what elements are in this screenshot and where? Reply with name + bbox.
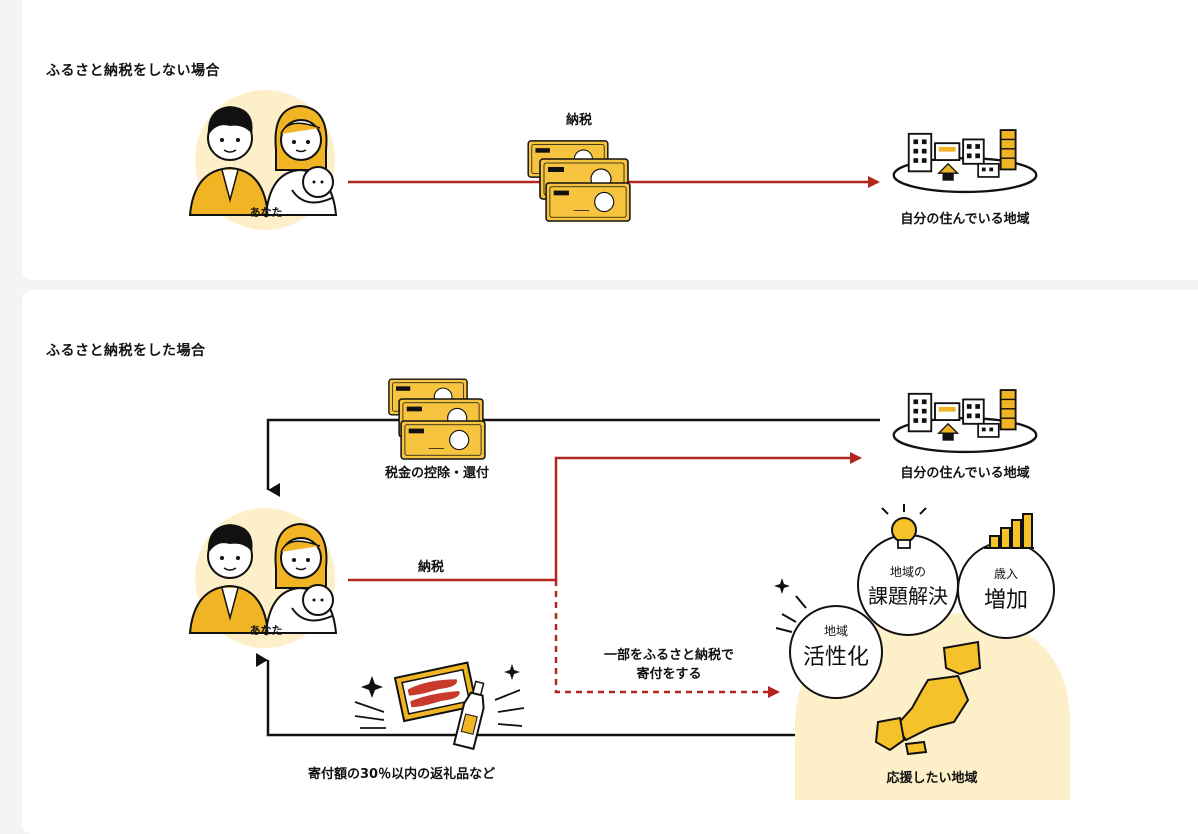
tax-label-top: 納税: [566, 113, 593, 128]
circle-activation-big: 活性化: [802, 645, 869, 670]
person-label-bottom: あなた: [249, 624, 283, 637]
sparkle-icon: [775, 595, 807, 633]
sparkle-icon: [774, 578, 790, 594]
town-icon: [892, 128, 1038, 194]
deduction-label: 税金の控除・還付: [385, 466, 490, 481]
donation-dashed-arrow: [554, 580, 780, 698]
circle-problem-small: 地域の: [889, 565, 926, 579]
circle-revenue-text: 歳入 増加: [960, 565, 1052, 614]
bar-chart-icon: [984, 513, 1034, 549]
circle-problem-big: 課題解決: [868, 584, 948, 608]
support-region-label: 応援したい地域: [886, 771, 978, 786]
bottom-tax-arrow: [348, 452, 862, 582]
donation-label-line2: 寄付をする: [636, 667, 702, 682]
section-title-with: ふるさと納税をした場合: [46, 343, 206, 359]
banknote-icon: [545, 182, 631, 222]
gift-box-icon: [393, 661, 478, 723]
circle-activation-small: 地域: [823, 624, 848, 638]
banknote-icon: [400, 420, 486, 460]
circle-activation: [789, 605, 883, 699]
deduction-banknotes: [388, 378, 486, 460]
gift-return-arrow: [256, 653, 795, 737]
circle-activation-text: 地域 活性化: [790, 622, 882, 671]
japan-map-icon: [874, 640, 982, 756]
circle-revenue-big: 増加: [983, 588, 1028, 613]
circle-revenue-small: 歳入: [993, 567, 1018, 581]
sparkle-icon: [504, 664, 520, 680]
destination-label-bottom: 自分の住んでいる地域: [900, 466, 1030, 481]
section-title-without: ふるさと納税をしない場合: [46, 63, 220, 79]
town-icon: [892, 388, 1038, 454]
sparkle-icon: [361, 676, 383, 698]
donation-label-line1: 一部をふるさと納税で: [603, 648, 734, 663]
top-banknotes: [527, 140, 631, 222]
lightbulb-icon: [881, 504, 927, 549]
sake-bottle-icon: [452, 680, 485, 751]
sparkle-icon: [354, 689, 525, 729]
deduction-return-arrow: [266, 418, 880, 497]
person-label-top: あなた: [249, 206, 283, 219]
gift-label: 寄付額の30％以内の返礼品など: [308, 767, 496, 782]
destination-label-top: 自分の住んでいる地域: [900, 212, 1030, 227]
gift-illustration: [354, 661, 525, 751]
donation-label: 一部をふるさと納税で 寄付をする: [574, 646, 764, 684]
tax-label-bottom: 納税: [418, 560, 445, 575]
circle-problem-text: 地域の 課題解決: [858, 563, 958, 609]
